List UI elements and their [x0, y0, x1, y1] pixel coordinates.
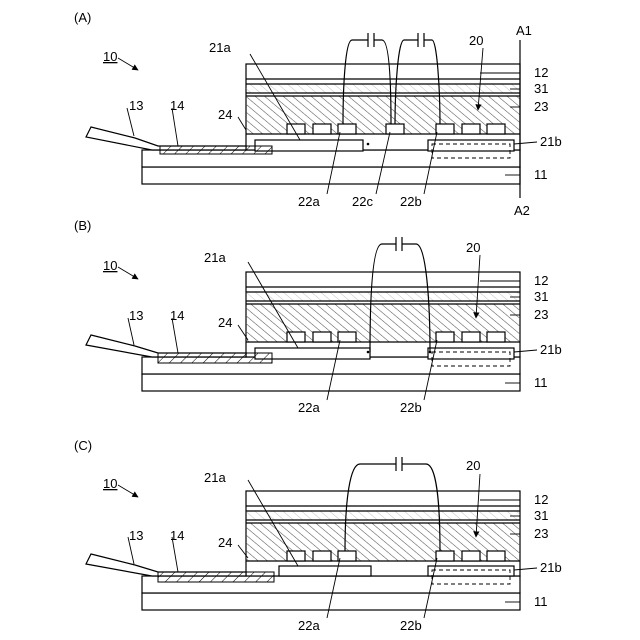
panel-c: (C) 10	[74, 438, 562, 633]
label-14: 14	[170, 98, 184, 113]
label-11: 11	[534, 375, 548, 390]
layer-31	[246, 511, 520, 520]
panel-b-label: (B)	[74, 218, 91, 233]
label-21b: 21b	[540, 134, 562, 149]
label-22b: 22b	[400, 194, 422, 209]
label-a1: A1	[516, 23, 532, 38]
electrode-segment	[436, 332, 454, 342]
label-22c: 22c	[352, 194, 373, 209]
label-24: 24	[218, 107, 232, 122]
label-13: 13	[129, 528, 143, 543]
label-20: 20	[469, 33, 483, 48]
label-14: 14	[170, 308, 184, 323]
label-22b: 22b	[400, 618, 422, 633]
label-20: 20	[466, 458, 480, 473]
panel-a: (A) 10	[74, 10, 562, 218]
label-23: 23	[534, 99, 548, 114]
label-21a: 21a	[209, 40, 231, 55]
panel-b: (B) 10	[74, 218, 562, 415]
electrode-21a	[279, 566, 371, 576]
layer-31	[246, 84, 520, 93]
label-12: 12	[534, 492, 548, 507]
electrode-segment	[436, 124, 454, 134]
label-21b: 21b	[540, 560, 562, 575]
electrode-segment	[313, 124, 331, 134]
label-24: 24	[218, 535, 232, 550]
electrode-segment	[338, 124, 356, 134]
label-22a: 22a	[298, 618, 320, 633]
label-31: 31	[534, 81, 548, 96]
label-21a: 21a	[204, 470, 226, 485]
label-22a: 22a	[298, 194, 320, 209]
electrode-segment	[462, 124, 480, 134]
electrode-21b	[428, 566, 514, 576]
reference-arrow	[118, 58, 138, 70]
electrode-segment	[313, 551, 331, 561]
label-13: 13	[129, 98, 143, 113]
connector-14	[160, 146, 272, 154]
electrode-segment	[338, 332, 356, 342]
electrode-segment	[487, 124, 505, 134]
label-24: 24	[218, 315, 232, 330]
reference-arrow	[118, 267, 138, 279]
electrode-segment	[487, 332, 505, 342]
device-reference-numeral: 10	[103, 476, 117, 491]
layer-31	[246, 292, 520, 301]
reference-arrow	[118, 485, 138, 497]
label-20: 20	[466, 240, 480, 255]
electrode-21b	[428, 140, 514, 151]
label-11: 11	[534, 167, 548, 182]
label-13: 13	[129, 308, 143, 323]
label-21a: 21a	[204, 250, 226, 265]
label-22b: 22b	[400, 400, 422, 415]
device-reference-numeral: 10	[103, 49, 117, 64]
electrode-segment	[313, 332, 331, 342]
electrode-segment	[487, 551, 505, 561]
label-14: 14	[170, 528, 184, 543]
label-11: 11	[534, 594, 548, 609]
label-22a: 22a	[298, 400, 320, 415]
connector-14	[158, 572, 274, 582]
connector-14	[158, 353, 272, 363]
label-31: 31	[534, 508, 548, 523]
electrode-segment	[436, 551, 454, 561]
panel-c-label: (C)	[74, 438, 92, 453]
panel-a-label: (A)	[74, 10, 91, 25]
label-a2: A2	[514, 203, 530, 218]
label-12: 12	[534, 273, 548, 288]
label-12: 12	[534, 65, 548, 80]
label-31: 31	[534, 289, 548, 304]
device-reference-numeral: 10	[103, 258, 117, 273]
electrode-segment	[462, 332, 480, 342]
label-21b: 21b	[540, 342, 562, 357]
electrode-segment	[462, 551, 480, 561]
electrode-segment	[386, 124, 404, 134]
label-23: 23	[534, 307, 548, 322]
electrode-21b	[428, 348, 514, 359]
label-23: 23	[534, 526, 548, 541]
electrode-segment	[338, 551, 356, 561]
